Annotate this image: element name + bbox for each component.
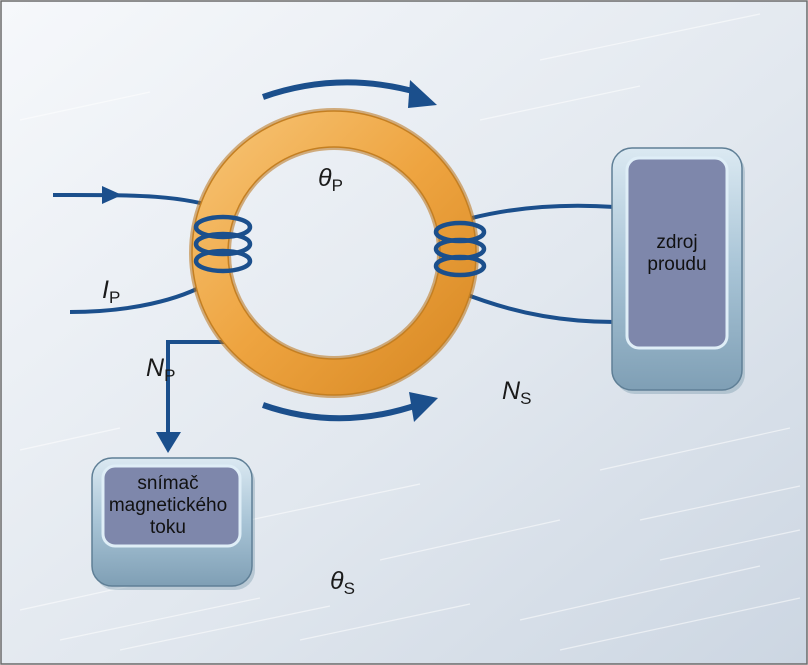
label-theta-s-sub: S (343, 579, 355, 598)
label-i-p-symbol: I (102, 276, 109, 304)
label-n-p: NP (146, 354, 175, 385)
label-n-s-sub: S (520, 389, 532, 408)
label-theta-p-symbol: θ (318, 164, 332, 192)
label-theta-s: θS (330, 567, 355, 598)
power-source-box (611, 147, 745, 394)
flux-sensor-line-2: magnetického (108, 495, 228, 516)
sensor-lead (156, 340, 235, 453)
label-n-p-symbol: N (146, 354, 165, 382)
label-n-s: NS (502, 377, 531, 408)
power-source-line-2: proudu (647, 254, 707, 275)
flux-sensor-box (91, 457, 255, 590)
label-i-p-sub: P (108, 288, 121, 307)
flux-arrow-top (262, 79, 437, 108)
secondary-wires (459, 203, 616, 324)
primary-coil (193, 214, 253, 274)
label-theta-s-symbol: θ (330, 567, 344, 595)
label-n-s-symbol: N (502, 377, 521, 405)
label-i-p: IP (102, 276, 120, 307)
power-source-line-1: zdroj (656, 232, 698, 253)
flux-arrow-bottom (262, 392, 438, 422)
label-n-p-sub: P (164, 366, 176, 385)
power-source-label: zdroj proudu (627, 232, 727, 276)
flux-sensor-line-3: toku (150, 517, 186, 538)
flux-sensor-label: snímač magnetického toku (92, 473, 244, 539)
label-theta-p: θP (318, 164, 343, 195)
flux-sensor-line-1: snímač (137, 473, 199, 494)
input-arrow-icon (102, 186, 122, 204)
label-theta-p-sub: P (331, 176, 343, 195)
secondary-coil (433, 220, 487, 278)
